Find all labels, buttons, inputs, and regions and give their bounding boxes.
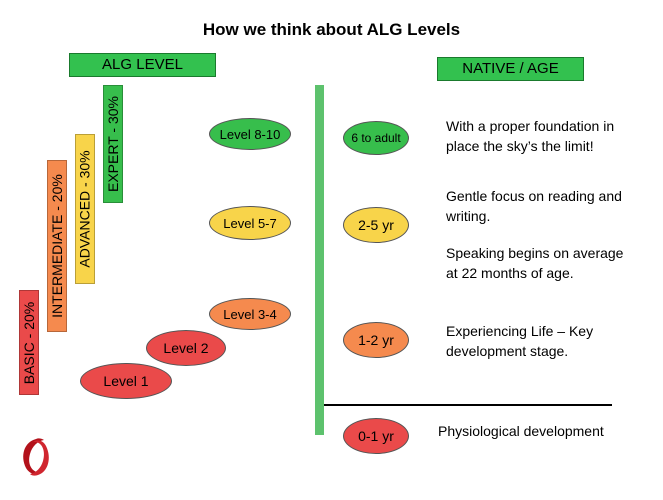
level-3-4-oval: Level 3-4 — [209, 298, 291, 330]
bar-advanced-label: ADVANCED - 30% — [77, 150, 93, 268]
level-5-7-oval: Level 5-7 — [209, 206, 291, 240]
desc-reading: Gentle focus on reading and writing. — [446, 186, 656, 226]
bar-expert-label: EXPERT - 30% — [105, 96, 122, 192]
age-1-2-oval: 1-2 yr — [343, 322, 409, 358]
red-swirl-logo-icon — [23, 438, 49, 476]
desc-speaking-line-2: at 22 months of age. — [446, 265, 574, 281]
level-2-oval: Level 2 — [146, 330, 226, 366]
native-age-header: NATIVE / AGE — [437, 57, 584, 81]
bar-expert: EXPERT - 30% — [103, 85, 123, 203]
horizontal-divider — [324, 404, 612, 406]
level-1-oval: Level 1 — [80, 363, 172, 399]
desc-adult-line-1: With a proper foundation in — [446, 118, 615, 134]
desc-speaking: Speaking begins on average at 22 months … — [446, 243, 656, 283]
vertical-divider — [315, 85, 324, 435]
bar-intermediate: INTERMEDIATE - 20% — [47, 160, 67, 332]
bar-intermediate-label: INTERMEDIATE - 20% — [49, 174, 65, 318]
bar-advanced: ADVANCED - 30% — [75, 134, 95, 284]
desc-physio: Physiological development — [438, 423, 604, 439]
desc-adult: With a proper foundation in place the sk… — [446, 116, 656, 156]
desc-reading-line-2: writing. — [446, 208, 491, 224]
desc-speaking-line-1: Speaking begins on average — [446, 245, 624, 261]
desc-life-line-2: development stage. — [446, 343, 569, 359]
bar-basic-label: BASIC - 20% — [21, 301, 38, 384]
page-title: How we think about ALG Levels — [202, 20, 461, 39]
desc-life-line-1: Experiencing Life – Key — [446, 323, 594, 339]
level-8-10-oval: Level 8-10 — [209, 118, 291, 150]
age-2-5-oval: 2-5 yr — [343, 207, 409, 243]
desc-reading-line-1: Gentle focus on reading and — [446, 188, 622, 204]
desc-life: Experiencing Life – Key development stag… — [446, 321, 656, 361]
desc-adult-line-2: place the sky’s the limit! — [446, 138, 594, 154]
age-0-1-oval: 0-1 yr — [343, 418, 409, 454]
bar-basic: BASIC - 20% — [19, 290, 39, 395]
alg-level-header: ALG LEVEL — [69, 53, 216, 77]
age-6-to-adult-oval: 6 to adult — [343, 121, 409, 155]
